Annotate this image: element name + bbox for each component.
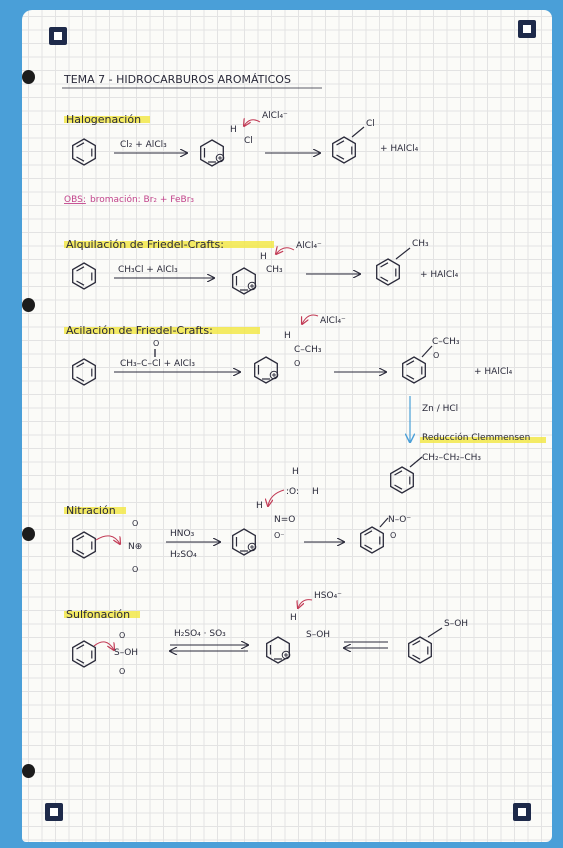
alquilacion-sub: CH₃: [266, 265, 283, 275]
acetophenone-ring: [402, 356, 426, 384]
nitracion-inter-sub: N=O: [274, 515, 295, 525]
nitracion-reagent-bottom: H₂SO₄: [170, 550, 197, 560]
wheland-intermediate: [200, 139, 225, 167]
sulfur-o2: O: [119, 667, 125, 676]
nitracion-inter-o: O⁻: [274, 531, 285, 540]
bond: [409, 456, 423, 468]
acilacion-reagent: CH₃–C–Cl + AlCl₃: [120, 359, 195, 369]
reduction-reagent: Zn / HCl: [422, 404, 458, 414]
wheland-intermediate: [254, 356, 279, 384]
wheland-intermediate: [232, 528, 257, 556]
alquilacion-h: H: [260, 252, 267, 262]
benzene-ring: [72, 531, 96, 559]
notebook-page: TEMA 7 - HIDROCARBUROS AROMÁTICOS Haloge…: [22, 10, 552, 842]
heading-alquilacion: Alquilación de Friedel-Crafts:: [66, 238, 224, 251]
water-h2: H: [312, 487, 319, 497]
sulfur-o1: O: [119, 631, 125, 640]
highlight-alquilacion: [64, 241, 274, 248]
water-h1: H: [292, 467, 299, 477]
acilacion-sub-o: O: [294, 359, 300, 368]
nitronium-o2: O: [132, 565, 138, 574]
highlight-clemmensen: [420, 437, 546, 443]
electron-arrow: [298, 599, 313, 608]
highlight-nitracion: [64, 507, 126, 514]
acilacion-product-o: O: [433, 351, 439, 360]
bond: [427, 627, 443, 638]
heading-nitracion: Nitración: [66, 504, 116, 517]
alquilacion-leaving: AlCl₄⁻: [296, 241, 322, 251]
nitronium-n: N⊕: [128, 542, 142, 552]
benzene-ring: [72, 262, 96, 290]
sulfonacion-h: H: [290, 613, 297, 623]
sulfur-group: S–OH: [114, 648, 138, 658]
sulfonacion-reagent: H₂SO₄ · SO₃: [174, 629, 226, 639]
acilacion-product-sub: C–CH₃: [432, 337, 460, 347]
benzene-ring: [72, 358, 96, 386]
electron-arrow: [244, 120, 261, 126]
nitracion-product-o: O: [390, 531, 396, 540]
halogenacion-sub: Cl: [244, 136, 253, 146]
halogenacion-leaving: AlCl₄⁻: [262, 111, 288, 121]
heading-acilacion: Acilación de Friedel-Crafts:: [66, 324, 213, 337]
electron-arrow: [95, 535, 120, 544]
acilacion-byproduct: + HAlCl₄: [474, 367, 513, 377]
alquilacion-reagent: CH₃Cl + AlCl₃: [118, 265, 178, 275]
bond: [421, 345, 433, 358]
propylbenzene-ring: [390, 466, 414, 494]
page-title: TEMA 7 - HIDROCARBUROS AROMÁTICOS: [63, 73, 291, 86]
acilacion-reagent-o: O: [153, 339, 159, 348]
halogenacion-h: H: [230, 125, 237, 135]
acilacion-sub: C–CH₃: [294, 345, 322, 355]
bond: [395, 247, 411, 260]
highlight-acilacion: [64, 327, 260, 334]
reduction-product: CH₂–CH₂–CH₃: [422, 453, 481, 463]
electron-arrow: [276, 248, 295, 254]
chlorobenzene-ring: [332, 136, 356, 164]
electron-arrow: [268, 489, 285, 506]
alquilacion-byproduct: + HAlCl₄: [420, 270, 459, 280]
bond: [351, 126, 365, 138]
toluene-ring: [376, 258, 400, 286]
halogenacion-product-sub: Cl: [366, 119, 375, 129]
alquilacion-product-sub: CH₃: [412, 239, 429, 249]
nitronium-o1: O: [132, 519, 138, 528]
sulfonacion-product-sub: S–OH: [444, 619, 468, 629]
acilacion-leaving: AlCl₄⁻: [320, 316, 346, 326]
reduction-name: Reducción Clemmensen: [422, 432, 530, 443]
heading-halogenacion: Halogenación: [66, 113, 141, 126]
benzene-ring: [72, 640, 96, 668]
water-o: :O:: [286, 487, 299, 497]
highlight-sulfonacion: [64, 611, 140, 618]
wheland-intermediate: [266, 636, 291, 664]
halogenacion-byproduct: + HAlCl₄: [380, 144, 419, 154]
nitrobenzene-ring: [360, 526, 384, 554]
benzene-ring: [72, 138, 96, 166]
benzenesulfonic-ring: [408, 636, 432, 664]
wheland-intermediate: [232, 267, 257, 295]
highlight-halogenacion: [64, 116, 150, 123]
acilacion-h: H: [284, 331, 291, 341]
bond: [379, 517, 389, 528]
nitracion-reagent-top: HNO₃: [170, 529, 195, 539]
acilacion-reagent-bond: ‖: [153, 348, 157, 357]
notes-drawing: TEMA 7 - HIDROCARBUROS AROMÁTICOS Haloge…: [62, 73, 546, 676]
electron-arrow: [93, 641, 114, 650]
heading-sulfonacion: Sulfonación: [66, 608, 130, 621]
nitracion-h: H: [256, 501, 263, 511]
obs-text: bromación: Br₂ + FeBr₃: [90, 194, 194, 205]
sulfonacion-leaving: HSO₄⁻: [314, 591, 342, 601]
electron-arrow: [302, 314, 319, 324]
obs-label: OBS:: [64, 195, 86, 205]
sulfonacion-inter-sub: S–OH: [306, 630, 330, 640]
nitracion-product-sub: N–O⁻: [388, 515, 411, 525]
halogenacion-reagent: Cl₂ + AlCl₃: [120, 140, 167, 150]
